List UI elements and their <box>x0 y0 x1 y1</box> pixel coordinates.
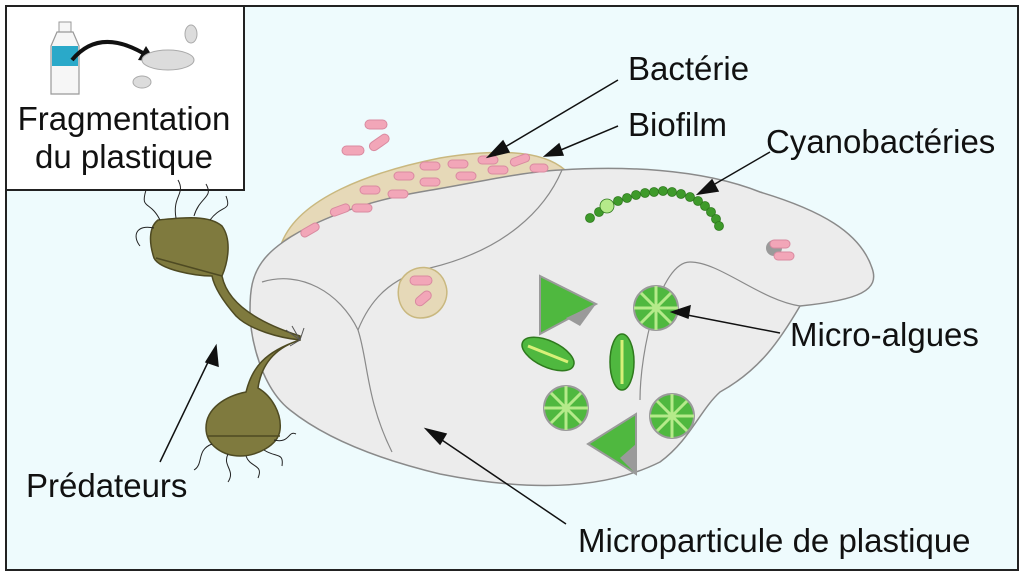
bacterium <box>419 177 441 187</box>
algae-triangle <box>539 274 599 336</box>
predator-lower <box>193 325 305 483</box>
label-predateurs: Prédateurs <box>26 467 187 504</box>
bacterium <box>359 185 381 195</box>
pointer-arrows <box>159 79 781 525</box>
label-biofilm: Biofilm <box>628 106 727 143</box>
algae-diatom <box>609 333 635 391</box>
bacterium <box>351 203 373 213</box>
inset-box <box>5 5 245 191</box>
arrow-micro-algues <box>681 313 781 334</box>
algae-disc <box>633 285 679 331</box>
label-cyanobacteries: Cyanobactéries <box>766 123 995 160</box>
bacterium <box>329 203 351 217</box>
arrow-cyanobacteries <box>707 151 771 189</box>
fragment-icon <box>141 49 195 71</box>
arrow-microparticule <box>435 435 567 525</box>
bacterium <box>300 222 320 238</box>
arrow-bacterie <box>499 79 619 151</box>
bacterium <box>368 133 390 152</box>
bacterium <box>447 159 469 169</box>
algae-triangle <box>586 412 637 476</box>
microparticle-body <box>249 167 875 487</box>
inset-title-line-2: du plastique <box>35 138 213 175</box>
bacterium <box>419 161 441 171</box>
algae-diatom <box>521 336 575 372</box>
arrow-predateurs <box>159 357 211 463</box>
bacterium <box>341 145 365 156</box>
inset-title-line-1: Fragmentation <box>18 100 231 137</box>
bacteria-group <box>300 119 549 238</box>
protozoan-cell <box>397 266 448 319</box>
label-microparticule: Microparticule de plastique <box>578 522 971 559</box>
bacterium <box>529 163 549 173</box>
bacterium <box>487 165 509 175</box>
arrowhead-bacterie <box>485 139 511 159</box>
arrow-biofilm <box>555 125 619 153</box>
bacterium <box>364 119 388 130</box>
bacteria-cluster-right <box>766 239 795 261</box>
arrowhead-cyanobacteries <box>695 178 720 196</box>
bacterium <box>509 153 531 167</box>
fragment-icon <box>132 75 152 89</box>
label-bacterie: Bactérie <box>628 50 749 87</box>
bacterium <box>393 171 415 181</box>
fragmentation-arrow-icon <box>70 40 150 62</box>
algae-disc <box>649 393 695 439</box>
arrowhead-micro-algues <box>669 304 691 320</box>
cyanobacteria-chain <box>585 186 724 231</box>
fragmentation-inset: Fragmentation du plastique <box>5 5 245 191</box>
bacterium <box>387 189 409 199</box>
arrowhead-microparticule <box>423 427 448 446</box>
bottle-icon <box>50 21 80 95</box>
bacterium <box>455 171 477 181</box>
arrowhead-predateurs <box>204 343 219 368</box>
arrowhead-biofilm <box>542 142 565 157</box>
label-micro-algues: Micro-algues <box>790 316 979 353</box>
algae-disc <box>543 385 589 431</box>
microparticle <box>249 167 875 487</box>
fragment-icon <box>184 24 198 44</box>
predator-upper <box>135 179 301 341</box>
